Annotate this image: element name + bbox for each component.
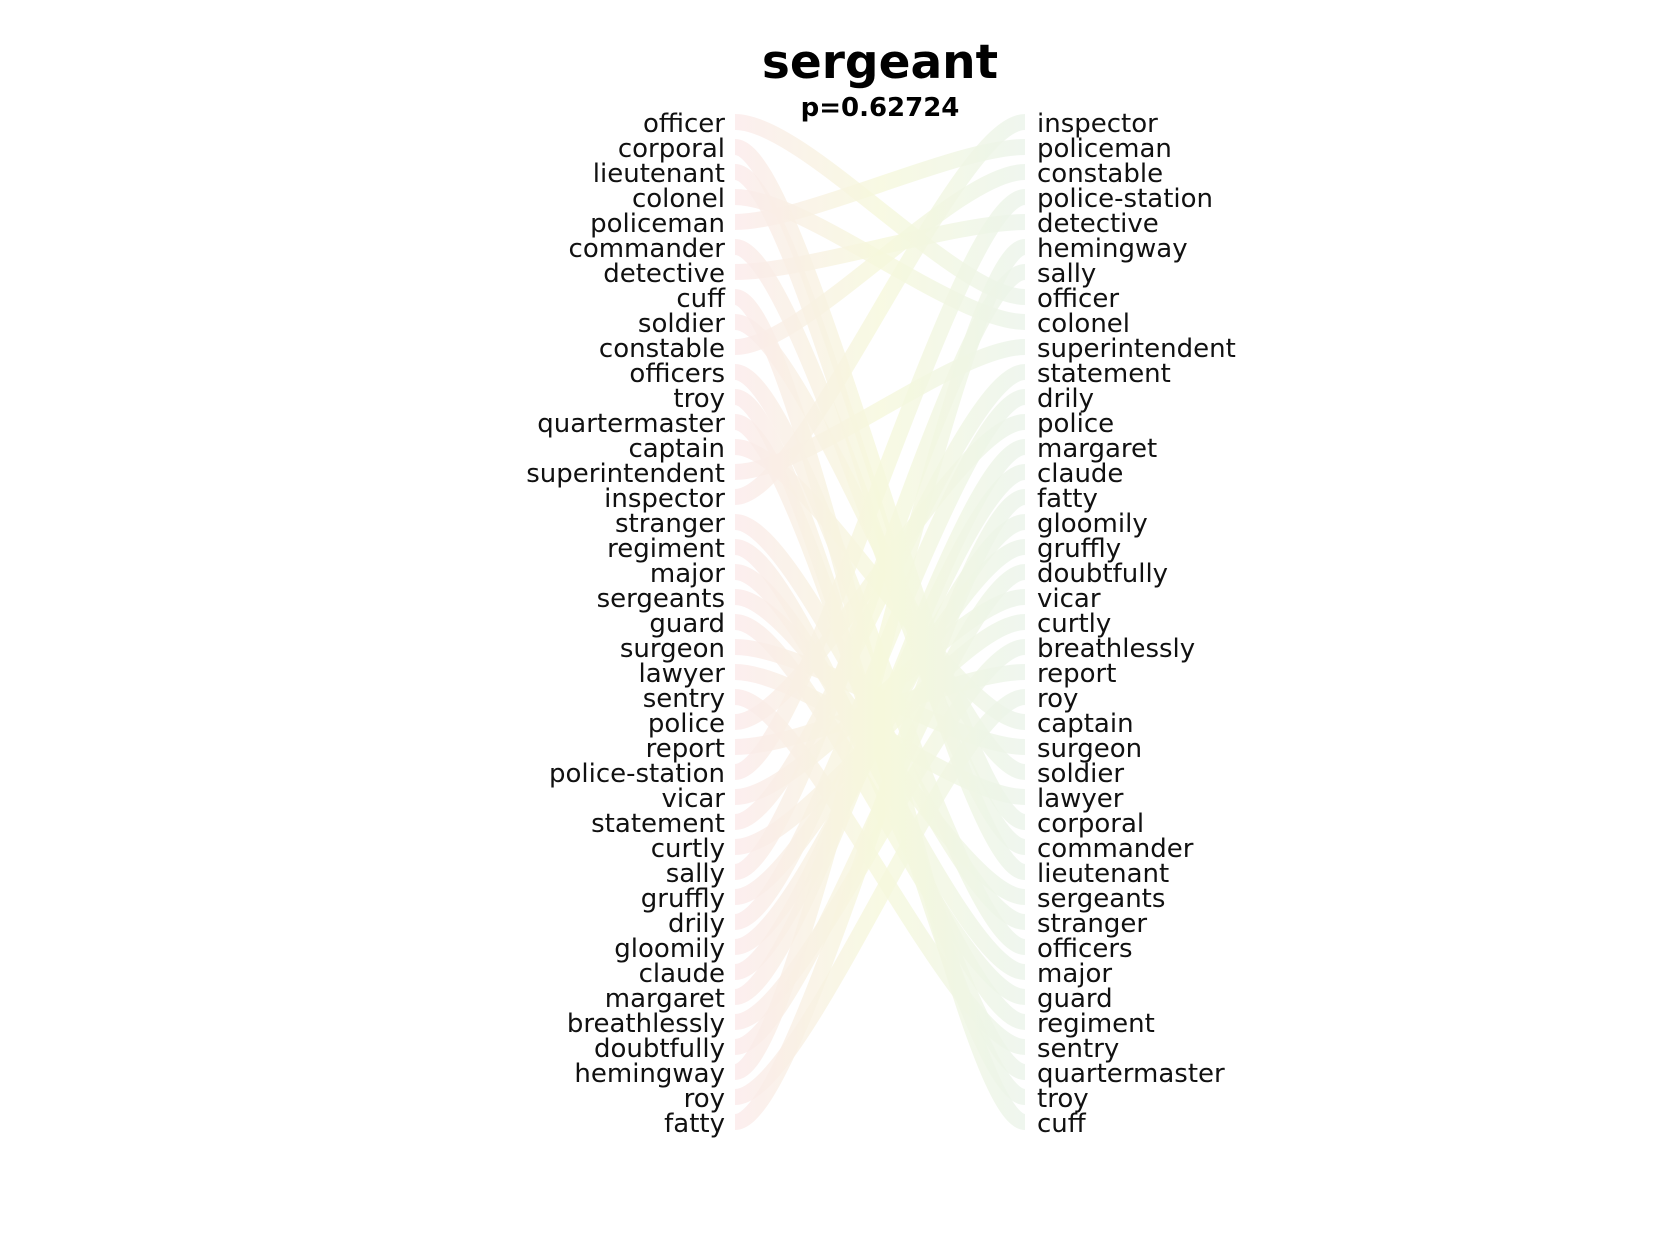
right-word-colonel: colonel — [1037, 309, 1130, 339]
flow-constable — [734, 164, 1026, 355]
left-word-sergeants: sergeants — [597, 584, 725, 614]
left-word-corporal: corporal — [618, 134, 725, 164]
right-word-police: police — [1037, 409, 1114, 439]
right-word-surgeon: surgeon — [1037, 734, 1142, 764]
right-word-sally: sally — [1037, 259, 1096, 289]
right-word-guard: guard — [1037, 984, 1113, 1014]
right-word-police-station: police-station — [1037, 184, 1213, 214]
left-word-captain: captain — [628, 434, 725, 464]
right-word-breathlessly: breathlessly — [1037, 634, 1195, 664]
right-word-report: report — [1037, 659, 1116, 689]
right-word-officer: officer — [1037, 284, 1119, 314]
flow-breathlessly — [733, 639, 1027, 1030]
right-word-captain: captain — [1037, 709, 1134, 739]
flow-inspector — [733, 114, 1027, 505]
left-word-regiment: regiment — [607, 534, 725, 564]
left-word-margaret: margaret — [605, 984, 725, 1014]
left-word-surgeon: surgeon — [620, 634, 725, 664]
right-word-lieutenant: lieutenant — [1037, 859, 1169, 889]
flow-lines — [732, 114, 1028, 1130]
left-word-quartermaster: quartermaster — [537, 409, 725, 439]
right-word-statement: statement — [1037, 359, 1171, 389]
right-word-gruffly: gruffly — [1037, 534, 1121, 564]
left-word-major: major — [650, 559, 725, 589]
left-word-report: report — [646, 734, 725, 764]
flow-police-station — [733, 189, 1027, 780]
left-word-vicar: vicar — [661, 784, 725, 814]
chart-subtitle: p=0.62724 — [801, 93, 960, 123]
right-word-corporal: corporal — [1037, 809, 1144, 839]
left-word-superintendent: superintendent — [526, 459, 725, 489]
right-word-superintendent: superintendent — [1037, 334, 1236, 364]
right-word-inspector: inspector — [1037, 109, 1158, 139]
flow-statement — [733, 364, 1027, 830]
left-word-doubtfully: doubtfully — [594, 1034, 725, 1064]
left-word-detective: detective — [603, 259, 725, 289]
left-word-inspector: inspector — [604, 484, 725, 514]
left-word-lawyer: lawyer — [639, 659, 726, 689]
right-word-stranger: stranger — [1037, 909, 1147, 939]
left-word-cuff: cuff — [676, 284, 726, 314]
right-word-officers: officers — [1037, 934, 1133, 964]
left-word-hemingway: hemingway — [574, 1059, 725, 1089]
left-word-lieutenant: lieutenant — [593, 159, 725, 189]
left-word-officers: officers — [629, 359, 725, 389]
flow-major — [733, 564, 1027, 980]
right-word-gloomily: gloomily — [1037, 509, 1148, 539]
left-word-sentry: sentry — [643, 684, 725, 714]
left-word-officer: officer — [643, 109, 725, 139]
left-word-policeman: policeman — [590, 209, 725, 239]
left-word-curtly: curtly — [651, 834, 725, 864]
right-word-cuff: cuff — [1037, 1109, 1087, 1139]
right-word-vicar: vicar — [1037, 584, 1101, 614]
right-word-doubtfully: doubtfully — [1037, 559, 1168, 589]
right-word-policeman: policeman — [1037, 134, 1172, 164]
left-word-police: police — [648, 709, 725, 739]
left-word-gruffly: gruffly — [641, 884, 725, 914]
flow-margaret — [733, 439, 1027, 1005]
right-word-major: major — [1037, 959, 1112, 989]
left-word-gloomily: gloomily — [614, 934, 725, 964]
left-word-column: officercorporallieutenantcolonelpolicema… — [526, 109, 726, 1139]
left-word-sally: sally — [666, 859, 725, 889]
right-word-hemingway: hemingway — [1037, 234, 1188, 264]
left-word-commander: commander — [569, 234, 726, 264]
right-word-constable: constable — [1037, 159, 1163, 189]
left-word-breathlessly: breathlessly — [567, 1009, 725, 1039]
left-word-stranger: stranger — [615, 509, 725, 539]
left-word-guard: guard — [649, 609, 725, 639]
right-word-margaret: margaret — [1037, 434, 1157, 464]
chart-title: sergeant — [762, 35, 998, 90]
left-word-drily: drily — [668, 909, 725, 939]
left-word-colonel: colonel — [632, 184, 725, 214]
right-word-commander: commander — [1037, 834, 1194, 864]
right-word-soldier: soldier — [1037, 759, 1124, 789]
right-word-column: inspectorpolicemanconstablepolice-statio… — [1037, 109, 1236, 1139]
right-word-lawyer: lawyer — [1037, 784, 1124, 814]
right-word-claude: claude — [1037, 459, 1123, 489]
right-word-quartermaster: quartermaster — [1037, 1059, 1225, 1089]
right-word-sergeants: sergeants — [1037, 884, 1165, 914]
left-word-police-station: police-station — [549, 759, 725, 789]
left-word-troy: troy — [673, 384, 725, 414]
left-word-fatty: fatty — [664, 1109, 725, 1139]
right-word-fatty: fatty — [1037, 484, 1098, 514]
left-word-soldier: soldier — [638, 309, 725, 339]
right-word-regiment: regiment — [1037, 1009, 1155, 1039]
right-word-drily: drily — [1037, 384, 1094, 414]
flow-fatty — [732, 489, 1028, 1130]
right-word-sentry: sentry — [1037, 1034, 1119, 1064]
right-word-troy: troy — [1037, 1084, 1089, 1114]
left-word-statement: statement — [591, 809, 725, 839]
right-word-detective: detective — [1037, 209, 1159, 239]
left-word-claude: claude — [639, 959, 725, 989]
flow-superintendent — [734, 339, 1026, 480]
left-word-constable: constable — [599, 334, 725, 364]
left-word-roy: roy — [684, 1084, 725, 1114]
right-word-roy: roy — [1037, 684, 1078, 714]
right-word-curtly: curtly — [1037, 609, 1111, 639]
flow-hemingway — [732, 239, 1028, 1080]
